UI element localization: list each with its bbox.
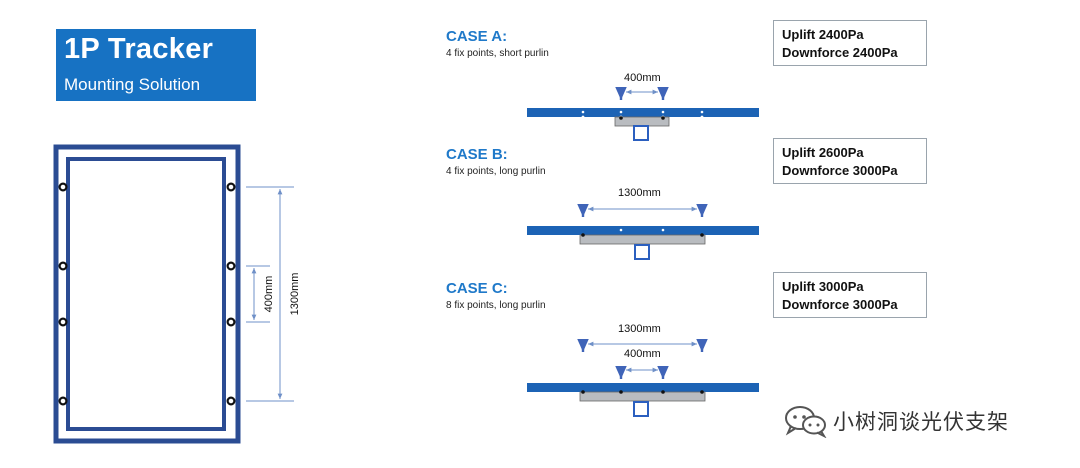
fix-point <box>58 261 68 271</box>
case-a-uplift: Uplift 2400Pa <box>782 27 864 42</box>
panel-outer-frame <box>53 144 241 444</box>
post <box>634 244 650 260</box>
purlin <box>579 391 706 402</box>
post <box>633 125 649 141</box>
title-banner: 1P Tracker Mounting Solution <box>56 29 256 101</box>
case-b-downforce: Downforce 3000Pa <box>782 163 898 178</box>
load-arrows <box>577 204 708 217</box>
case-c-load-box: Uplift 3000Pa Downforce 3000Pa <box>773 272 927 318</box>
fix-point <box>58 396 68 406</box>
case-c-downforce: Downforce 3000Pa <box>782 297 898 312</box>
rail <box>527 383 759 392</box>
fix-point <box>226 261 236 271</box>
panel-drawing <box>53 144 294 444</box>
load-arrows <box>615 87 669 100</box>
case-b-rail-drawing <box>527 204 759 260</box>
case-b-load-box: Uplift 2600Pa Downforce 3000Pa <box>773 138 927 184</box>
case-c-dim-label-outer: 1300mm <box>618 323 661 335</box>
page-subtitle: Mounting Solution <box>64 75 201 94</box>
panel-dim-outer-label: 1300mm <box>289 273 301 316</box>
case-a-load-box: Uplift 2400Pa Downforce 2400Pa <box>773 20 927 66</box>
load-arrows <box>577 339 708 379</box>
case-c-rail-drawing <box>527 339 759 417</box>
fix-point <box>226 396 236 406</box>
page-title: 1P Tracker <box>64 33 214 65</box>
panel-dimension-lines <box>246 186 294 402</box>
case-a-downforce: Downforce 2400Pa <box>782 45 898 60</box>
case-b-uplift: Uplift 2600Pa <box>782 145 864 160</box>
watermark-text: 小树洞谈光伏支架 <box>833 411 1009 434</box>
case-b-title: CASE B: <box>446 146 508 163</box>
case-a-dim-label: 400mm <box>624 72 661 84</box>
purlin <box>614 116 670 127</box>
purlin <box>579 234 706 245</box>
fix-point <box>226 182 236 192</box>
case-c-title: CASE C: <box>446 280 508 297</box>
case-a-rail-drawing <box>527 87 759 141</box>
fix-point <box>58 317 68 327</box>
case-a-description: 4 fix points, short purlin <box>446 48 549 59</box>
watermark: 小树洞谈光伏支架 <box>783 402 1053 440</box>
rail <box>527 226 759 235</box>
case-b-dim-label: 1300mm <box>618 187 661 199</box>
case-c-dim-label-inner: 400mm <box>624 348 661 360</box>
panel-inner-frame <box>66 157 226 431</box>
case-b-description: 4 fix points, long purlin <box>446 166 546 177</box>
panel-fix-points <box>58 182 236 406</box>
post <box>633 401 649 417</box>
fix-point <box>58 182 68 192</box>
case-c-description: 8 fix points, long purlin <box>446 300 546 311</box>
rail <box>527 108 759 117</box>
chat-bubble-icon <box>785 406 827 438</box>
fix-point <box>226 317 236 327</box>
case-c-uplift: Uplift 3000Pa <box>782 279 864 294</box>
case-a-title: CASE A: <box>446 28 508 45</box>
panel-dim-inner-label: 400mm <box>263 276 275 313</box>
